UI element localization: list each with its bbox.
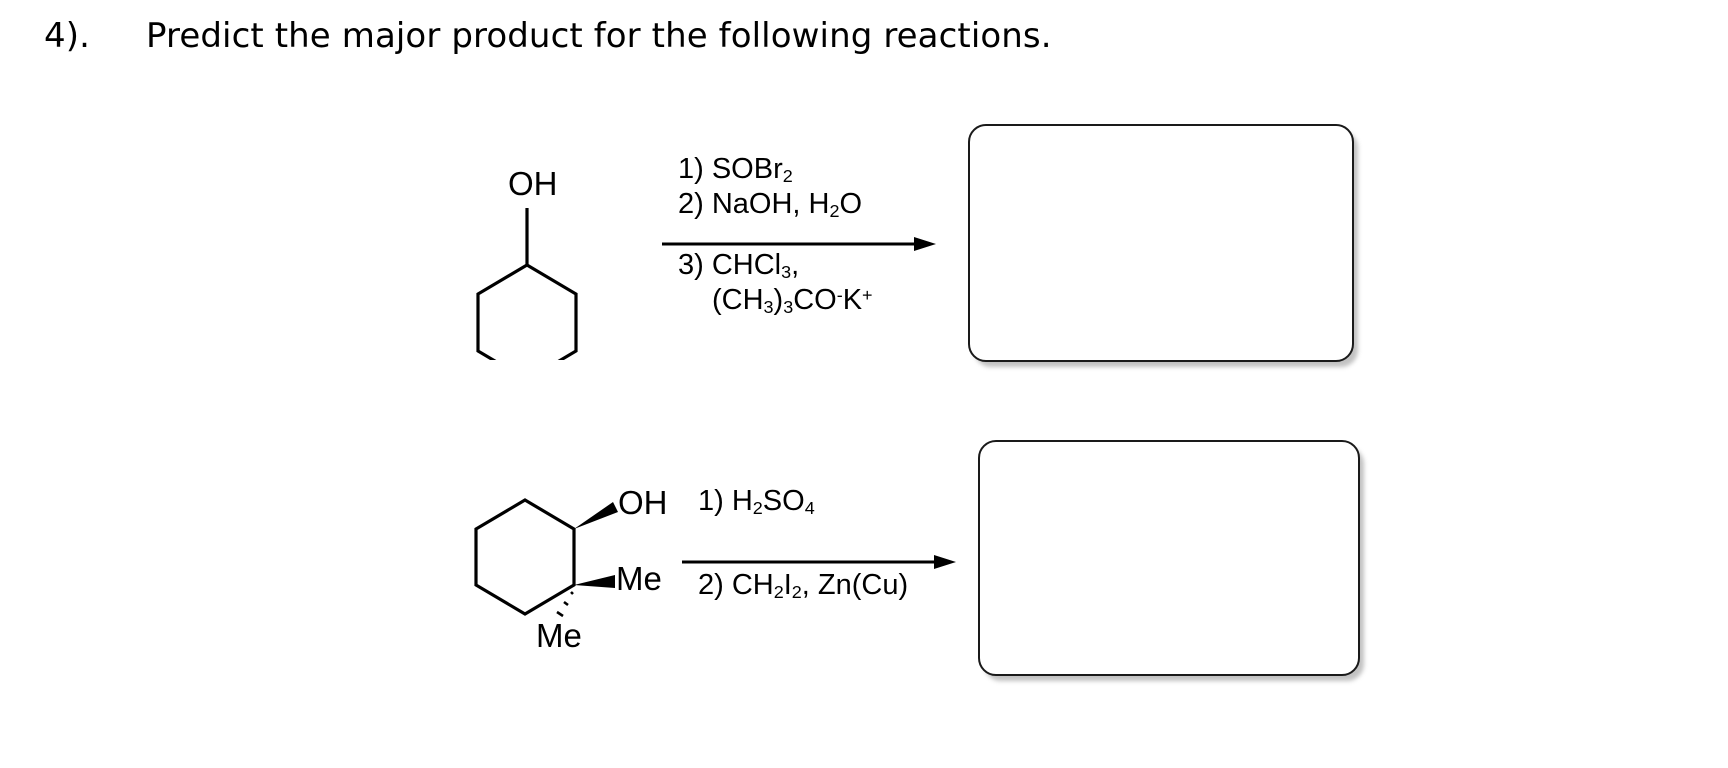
cyclohexane-ring-2 <box>474 498 576 616</box>
cyclohexanol-svg: OH <box>476 165 578 382</box>
reagent-line-2-2: 2) CH2I2, Zn(Cu) <box>698 569 909 602</box>
reagents-below-1: 3) CHCl3, (CH3)3CO-K+ <box>678 248 873 318</box>
answer-box-2[interactable] <box>978 440 1360 676</box>
cyclohexane-ring-1 <box>476 263 578 382</box>
hash-bond-me <box>556 591 574 618</box>
reaction-row-2: OH Me Me 1) H2SO4 2) CH2I2, Zn(Cu) <box>0 432 970 667</box>
reaction-arrow-1 <box>662 237 936 251</box>
reagent-line-1-4: (CH3)3CO-K+ <box>712 284 873 318</box>
me-label-wedge: Me <box>616 560 662 597</box>
oh-label-2: OH <box>618 484 668 521</box>
question-prompt: Predict the major product for the follow… <box>146 16 1052 56</box>
reaction-row-1: OH 1) SOBr2 2) NaOH, H2O 3) CHCl3, (CH3)… <box>0 120 950 382</box>
reagent-line-2-1: 1) H2SO4 <box>698 485 815 518</box>
wedge-bond-me <box>574 575 615 588</box>
me-label-dash: Me <box>536 617 582 654</box>
wedge-bond-oh <box>574 502 618 529</box>
reagent-line-1-3: 3) CHCl3, <box>678 249 800 282</box>
reaction-arrow-2 <box>682 555 956 569</box>
reagent-line-1-2: 2) NaOH, H2O <box>678 188 863 222</box>
structure-cyclohexanol: OH <box>450 120 670 382</box>
reagents-above-1: 1) SOBr2 2) NaOH, H2O <box>678 152 862 222</box>
reagent-line-1-1: 1) SOBr2 <box>678 153 793 186</box>
page-title: 4). Predict the major product for the fo… <box>44 16 1052 56</box>
question-number: 4). <box>44 16 91 56</box>
answer-box-1[interactable] <box>968 124 1354 362</box>
reagents-below-2: 2) CH2I2, Zn(Cu) <box>698 568 908 603</box>
oh-label-1: OH <box>508 165 558 202</box>
reagents-above-2: 1) H2SO4 <box>698 484 815 519</box>
dimethylcyclohexanol-svg: OH Me Me <box>474 484 668 654</box>
structure-dimethylcyclohexanol: OH Me Me <box>450 432 670 667</box>
